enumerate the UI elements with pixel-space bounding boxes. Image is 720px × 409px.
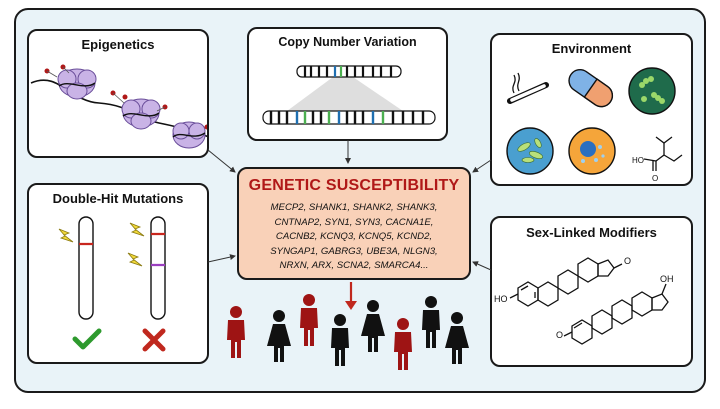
person-icon bbox=[300, 294, 318, 346]
down-arrow-head bbox=[345, 301, 357, 310]
chromosome-icon bbox=[262, 65, 436, 125]
person-icon bbox=[361, 300, 385, 352]
gene-line: CACNB2, KCNQ3, KCNQ5, KCND2, bbox=[275, 231, 433, 242]
gene-line: CNTNAP2, SYN1, SYN3, CACNA1E, bbox=[274, 216, 434, 228]
steroid-molecule-icon: HO O OH O bbox=[494, 256, 674, 345]
chromosome-right bbox=[150, 216, 166, 320]
person-icon bbox=[331, 314, 349, 366]
gene-list: MECP2, SHANK1, SHANK2, SHANK3, CNTNAP2, … bbox=[243, 201, 465, 274]
center-heading: GENETIC SUSCEPTIBILITY bbox=[248, 177, 460, 194]
ho-label: HO bbox=[494, 294, 508, 304]
gene-line: MECP2, SHANK1, SHANK2, SHANK3, bbox=[270, 202, 438, 213]
panel-title: Sex-Linked Modifiers bbox=[526, 225, 657, 240]
person-icon bbox=[422, 296, 440, 348]
person-icon bbox=[267, 310, 291, 362]
panel-title: Epigenetics bbox=[81, 37, 155, 52]
double-hit-panel: Double-Hit Mutations bbox=[27, 183, 209, 364]
acid-o-label: O bbox=[652, 174, 658, 183]
cross-icon bbox=[142, 328, 166, 352]
panel-title: Double-Hit Mutations bbox=[52, 191, 184, 206]
pill-capsule-icon bbox=[568, 68, 614, 108]
lightning-icon bbox=[58, 222, 145, 267]
arrow-sex-linked bbox=[472, 261, 492, 271]
check-icon bbox=[72, 328, 102, 350]
acid-molecule-icon bbox=[643, 136, 683, 171]
panel-title: Environment bbox=[551, 41, 632, 56]
arrow-epigenetics bbox=[207, 149, 236, 173]
cell-bacteria-icon bbox=[506, 127, 554, 175]
panel-title: Copy Number Variation bbox=[278, 35, 417, 49]
chromosome-top bbox=[296, 65, 402, 78]
chromosome-bottom bbox=[262, 110, 436, 125]
bacteria-icon bbox=[628, 67, 676, 115]
gene-line: SYNGAP1, GABRG3, UBE3A, NLGN3, bbox=[270, 245, 438, 257]
epigenetics-panel: Epigenetics bbox=[27, 29, 209, 158]
virus-cell-icon bbox=[568, 127, 616, 175]
person-icon bbox=[445, 312, 469, 364]
ketone-label: O bbox=[624, 256, 631, 266]
nucleosome-icon bbox=[30, 64, 207, 149]
acid-ho-label: HO bbox=[632, 156, 644, 165]
arrow-double-hit bbox=[207, 254, 236, 263]
person-icon bbox=[227, 306, 245, 358]
gene-line: NRXN, ARX, SCNA2, SMARCA4... bbox=[279, 260, 429, 271]
arrow-environment bbox=[472, 159, 492, 173]
chromosome-left bbox=[78, 216, 94, 320]
cigarette-icon bbox=[507, 72, 549, 104]
oh-label: OH bbox=[660, 274, 674, 284]
person-icon bbox=[394, 318, 412, 370]
environment-panel: Environment HO O bbox=[490, 33, 693, 186]
genetic-susceptibility-box: GENETIC SUSCEPTIBILITY MECP2, SHANK1, SH… bbox=[237, 167, 471, 280]
ketone-label-2: O bbox=[556, 330, 563, 340]
sex-linked-panel: Sex-Linked Modifiers HO O OH O bbox=[490, 216, 693, 367]
